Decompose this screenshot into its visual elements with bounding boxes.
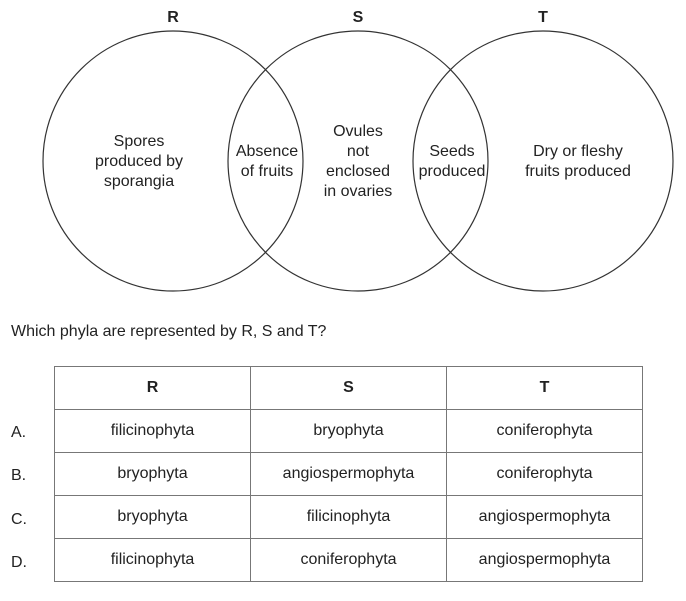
table-header-row: R S T <box>54 366 643 410</box>
region-s-t: Seeds produced <box>419 143 486 180</box>
table-cell: angiospermophyta <box>446 538 643 582</box>
region-text: Seeds <box>429 143 474 160</box>
region-text: of fruits <box>241 163 293 180</box>
region-text: Dry or fleshy <box>533 143 623 160</box>
region-r-s: Absence of fruits <box>236 143 298 180</box>
option-letter-c: C. <box>11 511 27 528</box>
set-label-t: T <box>538 9 548 26</box>
set-label-s: S <box>353 9 364 26</box>
table-cell: filicinophyta <box>54 538 251 582</box>
region-text: produced <box>419 163 486 180</box>
region-text: sporangia <box>104 173 174 190</box>
table-cell: bryophyta <box>54 495 251 539</box>
region-text: in ovaries <box>324 183 392 200</box>
table-cell: filicinophyta <box>54 409 251 453</box>
option-letter-a: A. <box>11 424 27 441</box>
circle-r <box>42 30 304 292</box>
header-r: R <box>54 366 251 410</box>
options-table: R S T filicinophyta bryophyta coniferoph… <box>54 366 643 582</box>
table-cell: coniferophyta <box>446 409 643 453</box>
table-cell: coniferophyta <box>446 452 643 496</box>
region-t-only: Dry or fleshy fruits produced <box>525 143 631 180</box>
table-cell: bryophyta <box>54 452 251 496</box>
table-cell: angiospermophyta <box>250 452 447 496</box>
table-row-a: filicinophyta bryophyta coniferophyta <box>54 409 643 453</box>
region-text: Ovules <box>333 123 383 140</box>
region-text: enclosed <box>326 163 390 180</box>
set-label-r: R <box>167 9 179 26</box>
table-row-b: bryophyta angiospermophyta coniferophyta <box>54 452 643 496</box>
venn-diagram: R S T Spores produced by sporangia Absen… <box>42 9 674 292</box>
option-letter-d: D. <box>11 554 27 571</box>
option-letter-b: B. <box>11 467 27 484</box>
table-row-c: bryophyta filicinophyta angiospermophyta <box>54 495 643 539</box>
region-text: produced by <box>95 153 183 170</box>
region-text: Absence <box>236 143 298 160</box>
header-s: S <box>250 366 447 410</box>
table-cell: coniferophyta <box>250 538 447 582</box>
table-cell: filicinophyta <box>250 495 447 539</box>
circle-s <box>227 30 489 292</box>
header-t: T <box>446 366 643 410</box>
region-s-only: Ovules not enclosed in ovaries <box>324 123 392 200</box>
circle-t <box>412 30 674 292</box>
region-text: fruits produced <box>525 163 631 180</box>
table-cell: bryophyta <box>250 409 447 453</box>
region-text: Spores <box>114 133 165 150</box>
region-r-only: Spores produced by sporangia <box>95 133 183 190</box>
question-text: Which phyla are represented by R, S and … <box>11 323 327 340</box>
table-cell: angiospermophyta <box>446 495 643 539</box>
region-text: not <box>347 143 370 160</box>
table-row-d: filicinophyta coniferophyta angiospermop… <box>54 538 643 582</box>
